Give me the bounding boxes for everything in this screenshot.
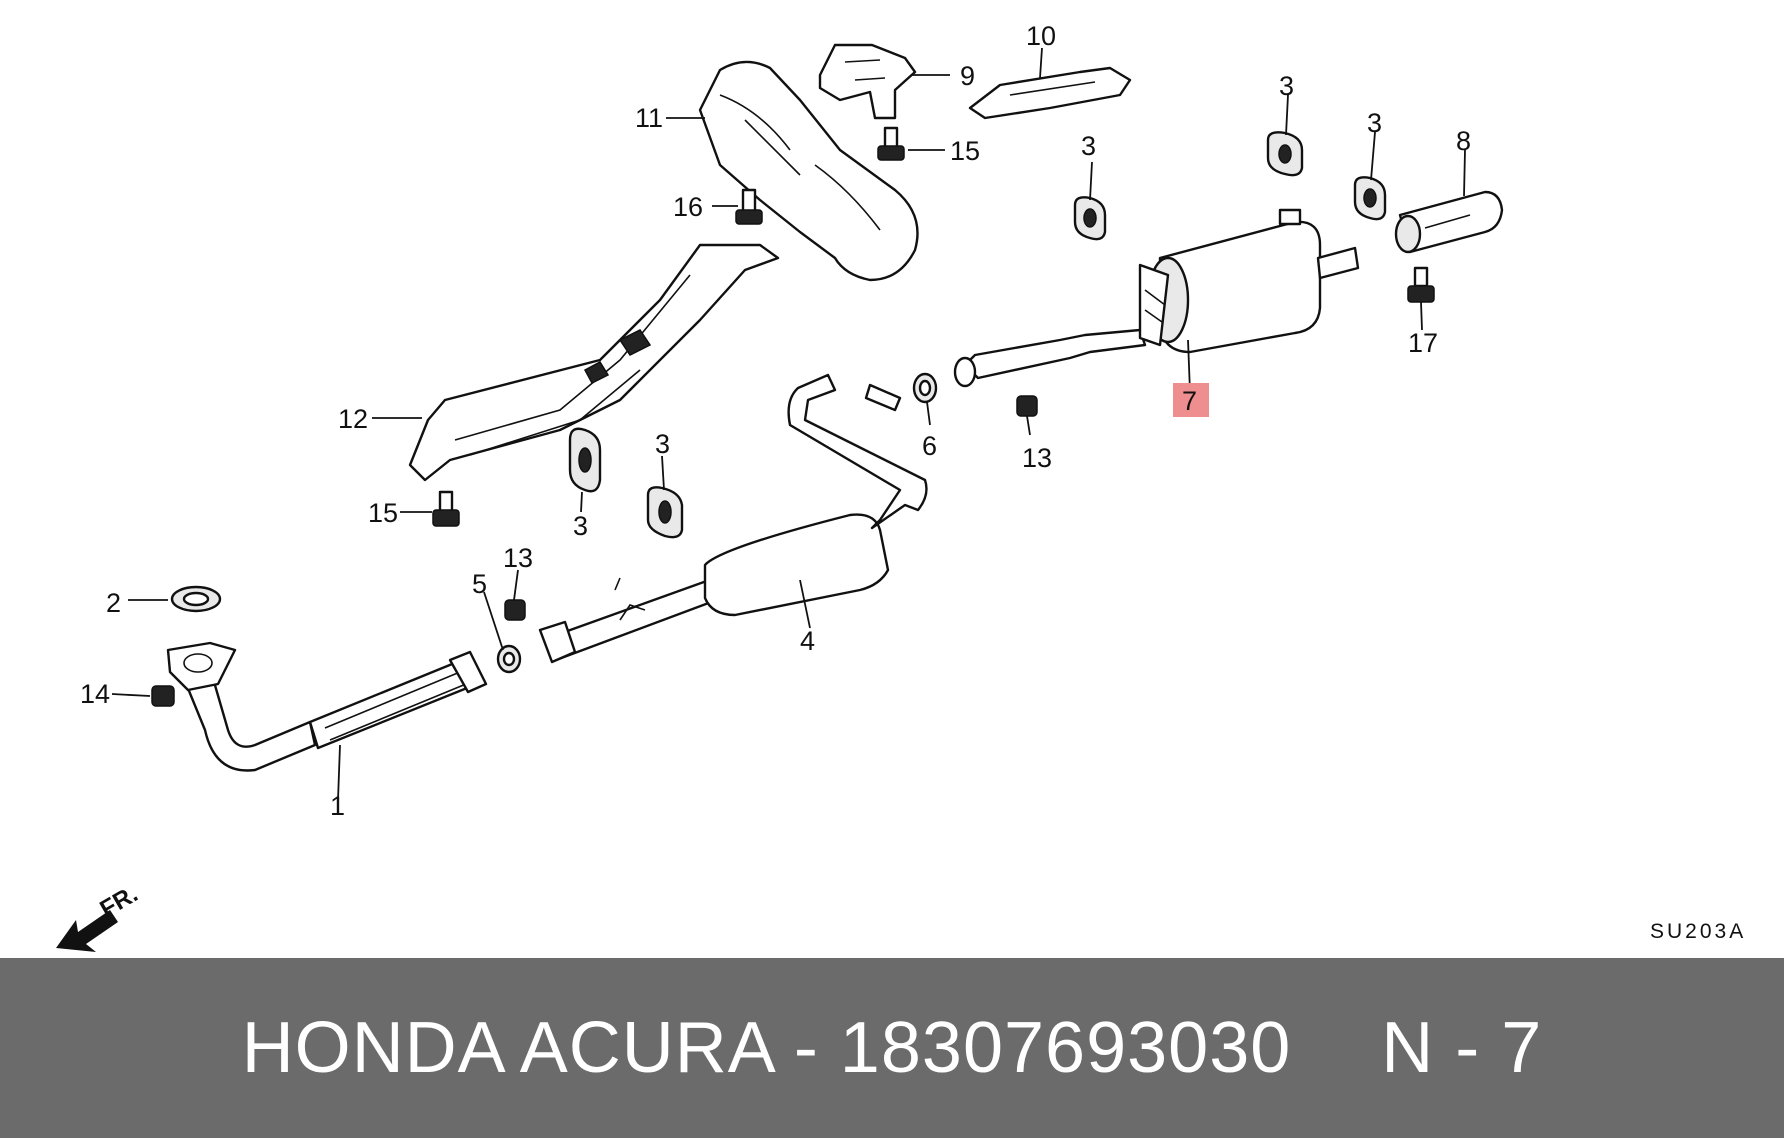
front-direction-marker: FR. <box>56 880 142 952</box>
callout-17: 17 <box>1408 328 1438 358</box>
callout-7-highlight <box>1173 383 1209 417</box>
callout-3-a: 3 <box>573 511 588 541</box>
diagram-reference: N - 7 <box>1381 1008 1543 1088</box>
floor-heat-shield-part-12[interactable] <box>408 243 780 482</box>
callout-3-d: 3 <box>1279 71 1294 101</box>
center-pipe-part-4[interactable] <box>538 373 928 664</box>
gasket-part-6[interactable] <box>912 372 938 404</box>
bracket-part-9[interactable] <box>818 43 917 120</box>
rubber-hanger-part-3-b[interactable] <box>646 486 684 539</box>
bolt-part-17[interactable] <box>1407 266 1435 303</box>
callout-14: 14 <box>80 679 110 709</box>
callout-13-a: 13 <box>503 543 533 573</box>
diagram-code: SU203A <box>1650 920 1746 943</box>
callout-12: 12 <box>338 404 368 434</box>
nut-part-14[interactable] <box>151 685 175 707</box>
bolt-part-15-upper[interactable] <box>877 126 905 161</box>
callout-15-a: 15 <box>950 136 980 166</box>
callout-15-b: 15 <box>368 498 398 528</box>
part-info: HONDA ACURA - 18307693030 <box>241 1008 1292 1088</box>
rubber-hanger-part-3-a[interactable] <box>568 427 602 493</box>
muffler-part-7[interactable] <box>953 208 1360 388</box>
callout-11: 11 <box>635 103 663 133</box>
callout-8: 8 <box>1456 126 1471 156</box>
callout-6: 6 <box>922 431 937 461</box>
exhaust-system-diagram: 1 2 3 3 3 3 3 4 5 6 7 8 9 10 11 12 13 13… <box>56 21 1746 952</box>
callout-2: 2 <box>106 588 121 618</box>
gasket-part-2[interactable] <box>170 585 222 613</box>
part-info-banner: HONDA ACURA - 18307693030 N - 7 <box>0 958 1784 1138</box>
front-arrow-icon <box>56 910 118 952</box>
callout-3-c: 3 <box>1081 131 1096 161</box>
callout-4: 4 <box>800 626 815 656</box>
callout-16: 16 <box>673 192 703 222</box>
callout-3-e: 3 <box>1367 108 1382 138</box>
nut-part-13-upper[interactable] <box>1016 395 1038 417</box>
gasket-part-5[interactable] <box>496 644 522 674</box>
exhaust-tip-part-8[interactable] <box>1394 190 1504 254</box>
callout-13-b: 13 <box>1022 443 1052 473</box>
rubber-hanger-part-3-c[interactable] <box>1073 196 1107 241</box>
bolt-part-15-lower[interactable] <box>432 490 460 527</box>
callout-7: 7 <box>1182 386 1197 416</box>
callout-5: 5 <box>472 569 487 599</box>
rubber-hanger-part-3-d[interactable] <box>1266 131 1304 177</box>
callout-1: 1 <box>330 791 345 821</box>
heat-shield-part-11[interactable] <box>698 60 919 282</box>
nut-part-13-lower[interactable] <box>504 599 526 621</box>
heat-shield-bracket-part-10[interactable] <box>968 66 1132 120</box>
rubber-hanger-part-3-e[interactable] <box>1353 176 1387 221</box>
bolt-part-16[interactable] <box>735 188 763 225</box>
callout-10: 10 <box>1026 21 1056 51</box>
callout-3-b: 3 <box>655 429 670 459</box>
callout-labels: 1 2 3 3 3 3 3 4 5 6 7 8 9 10 11 12 13 13… <box>80 21 1471 821</box>
leader-lines <box>111 47 1466 801</box>
callout-9: 9 <box>960 61 975 91</box>
front-pipe-part-1[interactable] <box>166 641 488 772</box>
